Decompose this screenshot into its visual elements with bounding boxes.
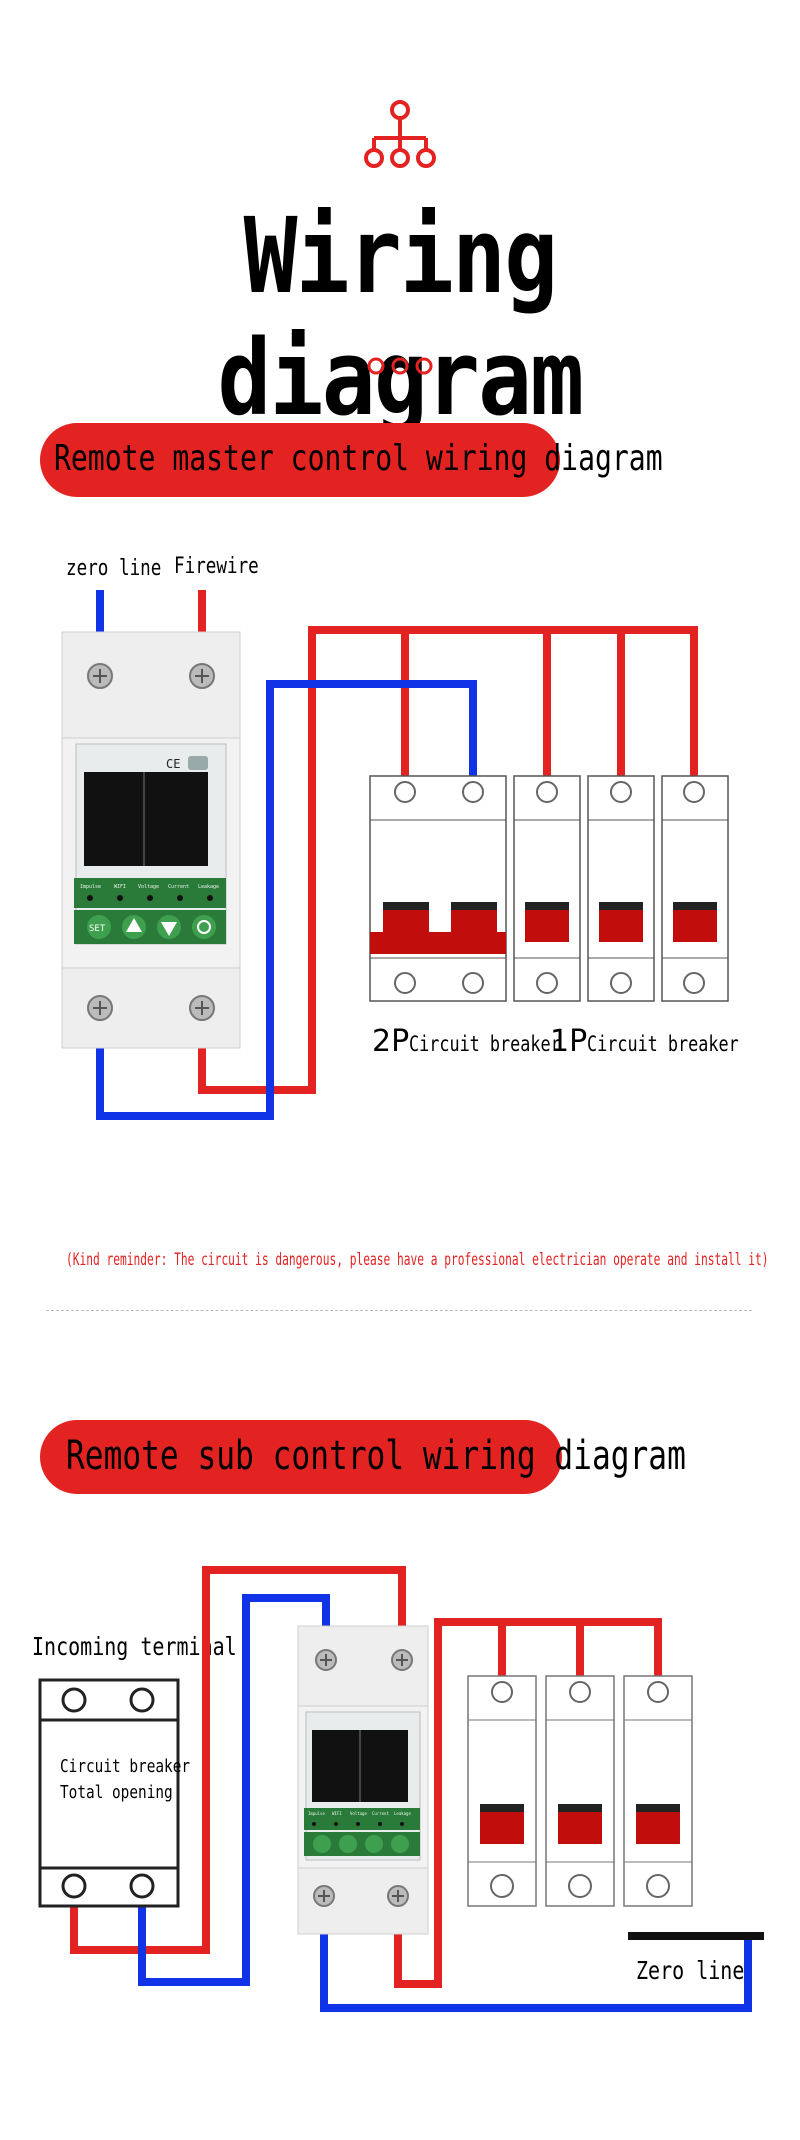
meter-label: Current (168, 884, 189, 890)
safety-reminder-text: (Kind reminder: The circuit is dangerous… (66, 1250, 769, 1270)
sub-wiring-diagram: Impulse WIFI Voltage Current Leakage (38, 1566, 764, 2012)
page-title: Wiring diagram (217, 195, 585, 439)
ce-mark-icon: CE (166, 757, 180, 771)
section-divider (46, 1310, 752, 1311)
firewire-label: Firewire (174, 554, 259, 579)
label-1p-breaker: 1PCircuit breaker (550, 1024, 777, 1059)
breaker-1p (661, 775, 729, 1002)
meter-label: Voltage (138, 884, 159, 890)
section2-banner-text: Remote sub control wiring diagram (66, 1433, 686, 1479)
meter-label: WIFI (114, 884, 126, 890)
breaker-1p (467, 1675, 537, 1907)
meter-label: Leakage (394, 1811, 411, 1816)
hierarchy-icon (364, 100, 436, 168)
breaker-1p (587, 775, 655, 1002)
label-1p-prefix: 1P (550, 1024, 588, 1059)
breaker-1p (623, 1675, 693, 1907)
label-2p-breaker: 2PCircuit breaker (372, 1024, 599, 1059)
meter-label: Voltage (350, 1811, 367, 1816)
breaker-1p (545, 1675, 615, 1907)
label-2p-text: Circuit breaker (409, 1032, 561, 1056)
section1-banner: Remote master control wiring diagram (40, 423, 663, 497)
breaker-text-line2: Total opening (60, 1782, 173, 1803)
meter-set-label: SET (89, 924, 106, 934)
section2-banner: Remote sub control wiring diagram (40, 1420, 686, 1494)
down-arrow-icon (161, 922, 177, 936)
smart-meter-device: CE Impulse WIFI Voltage Current Leakage … (61, 631, 241, 1049)
up-arrow-icon (126, 918, 142, 932)
meter-label: Current (372, 1811, 389, 1816)
power-icon (197, 920, 211, 934)
meter-label: WIFI (332, 1811, 342, 1816)
master-wiring-diagram: CE Impulse WIFI Voltage Current Leakage … (61, 590, 729, 1120)
breaker-1p (513, 775, 581, 1002)
breaker-2p (369, 775, 507, 1002)
safety-reminder: (Kind reminder: The circuit is dangerous… (66, 1250, 800, 1270)
meter-label: Impulse (308, 1811, 325, 1816)
meter-label: Leakage (198, 884, 219, 890)
section1-banner-text: Remote master control wiring diagram (54, 438, 663, 479)
zero-line-label: zero line (66, 556, 162, 581)
three-dots-icon (367, 357, 433, 375)
label-1p-text: Circuit breaker (587, 1032, 739, 1056)
breaker-text-line1: Circuit breaker (60, 1756, 191, 1777)
main-circuit-breaker (38, 1678, 180, 1908)
label-2p-prefix: 2P (372, 1024, 410, 1059)
zero-line-label-2: Zero line (636, 1956, 745, 1985)
meter-label: Impulse (80, 884, 101, 890)
smart-meter-device: Impulse WIFI Voltage Current Leakage (297, 1625, 429, 1935)
